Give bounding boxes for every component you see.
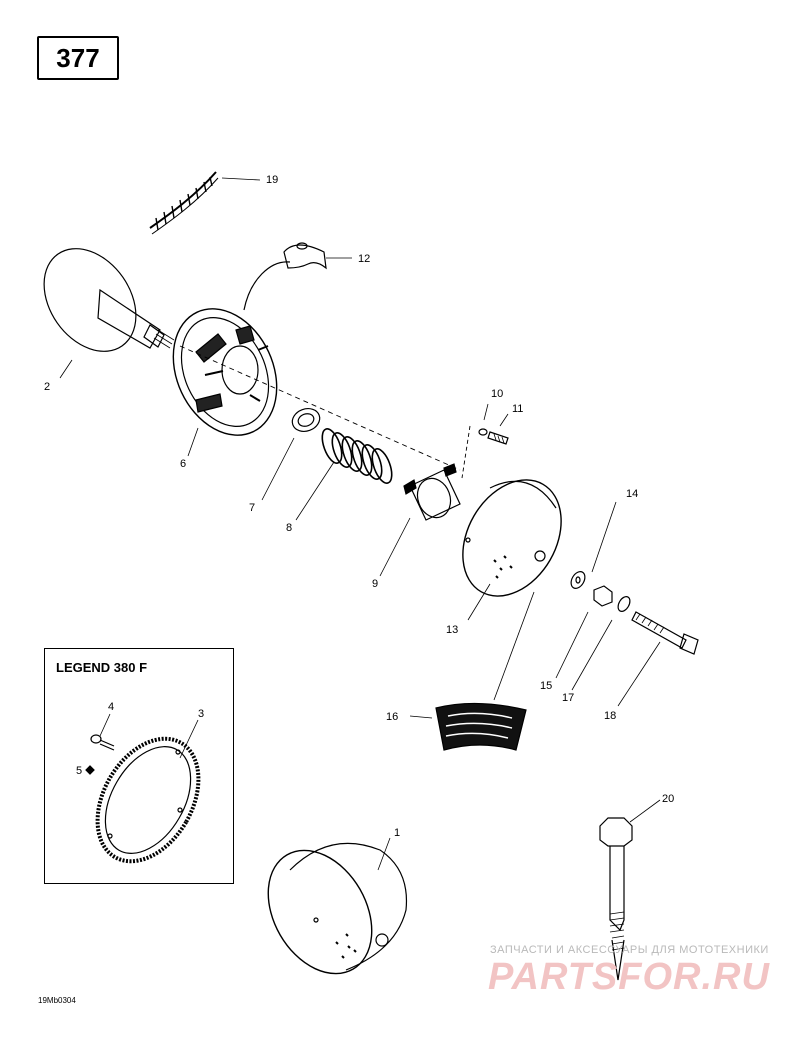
callout-16: 16 <box>386 711 399 723</box>
callout-19: 19 <box>266 174 279 186</box>
callout-8: 8 <box>286 522 293 534</box>
reference-code: 19Mb0304 <box>38 996 76 1005</box>
page-number-box: 377 <box>37 36 119 80</box>
part-17-washer <box>617 596 631 612</box>
part-10-11-washer-screw <box>478 428 509 445</box>
page-number: 377 <box>56 42 100 73</box>
callout-20: 20 <box>662 793 675 805</box>
watermark-tagline: ЗАПЧАСТИ И АКСЕССУАРЫ ДЛЯ МОТОТЕХНИКИ <box>490 944 769 956</box>
part-6-sliding-sheave <box>172 308 278 436</box>
part-8-spring <box>321 428 393 484</box>
part-20-long-bolt <box>599 817 633 981</box>
callout-9: 9 <box>372 578 379 590</box>
callout-11: 11 <box>512 403 524 415</box>
callout-10: 10 <box>491 388 504 400</box>
assembly-line-screw <box>461 425 471 479</box>
callout-18: 18 <box>604 710 617 722</box>
callout-5: 5 <box>76 765 83 777</box>
callout-2: 2 <box>44 381 51 393</box>
part-2-fixed-sheave <box>43 248 175 352</box>
part-7-spring-seat <box>291 408 321 432</box>
part-1-pulley-assembly <box>267 842 408 975</box>
watermark-logo: PARTSFOR.RU <box>488 956 770 998</box>
callout-12: 12 <box>358 253 371 265</box>
part-5-nut <box>85 765 95 775</box>
callout-13: 13 <box>446 624 459 636</box>
part-12-cam-slider <box>243 242 327 311</box>
assembly-line-shaft <box>179 345 461 471</box>
callout-7: 7 <box>249 502 256 514</box>
callout-17: 17 <box>562 692 575 704</box>
callout-1: 1 <box>394 827 401 839</box>
callout-6: 6 <box>180 458 187 470</box>
legend-inset-frame <box>44 648 234 884</box>
part-3-ring-gear <box>95 736 201 864</box>
part-13-cover <box>462 479 562 597</box>
part-9-cam <box>403 463 461 521</box>
part-14-washer <box>570 571 586 589</box>
part-15-nut <box>593 585 613 607</box>
part-18-bolt <box>631 611 699 655</box>
callout-15: 15 <box>540 680 553 692</box>
legend-title: LEGEND 380 F <box>56 660 148 675</box>
callout-4: 4 <box>108 701 115 713</box>
callout-3: 3 <box>198 708 205 720</box>
part-16-label-decal <box>435 702 527 751</box>
part-4-screw <box>90 734 115 751</box>
leader-lines <box>59 177 661 871</box>
part-19-drive-belt <box>149 171 219 235</box>
callout-14: 14 <box>626 488 639 500</box>
